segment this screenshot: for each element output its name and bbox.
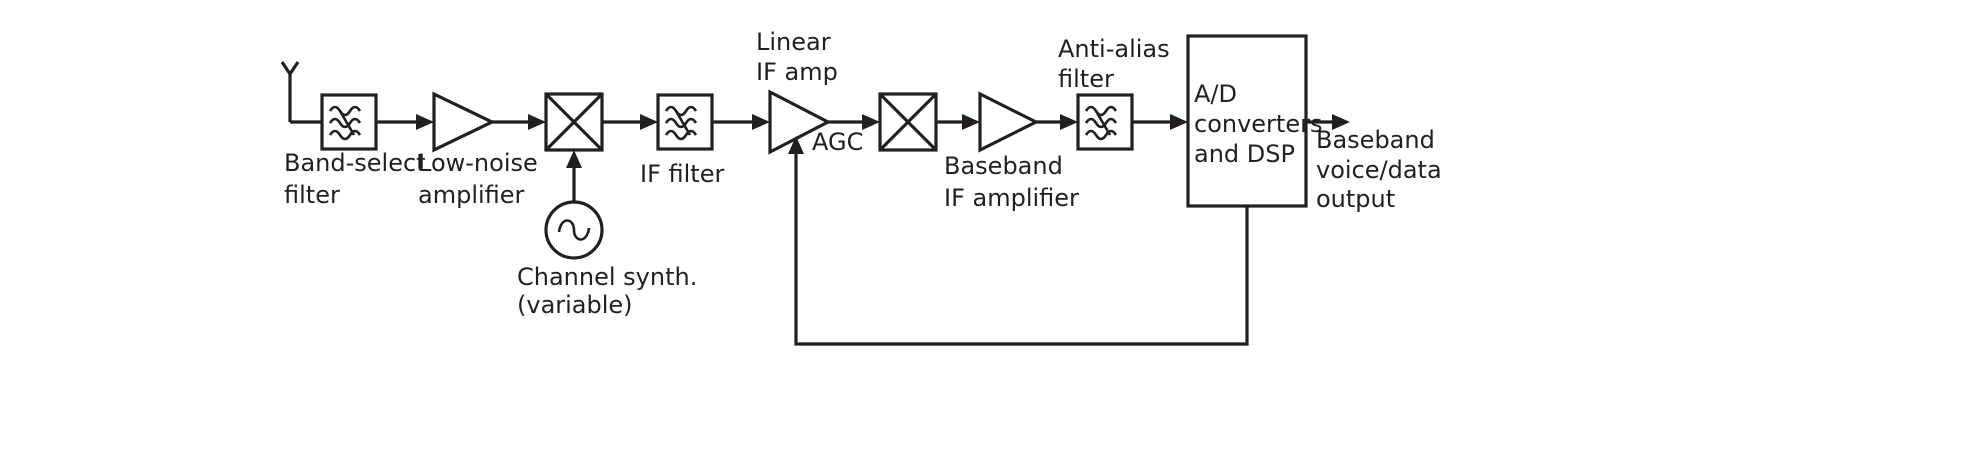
adc-label: A/D [1194,80,1237,108]
rf-mixer [544,92,604,152]
channel-synth-label: Channel synth. [517,263,697,291]
amplifier-triangle-icon [978,91,1040,153]
agc-label: AGC [812,128,863,156]
antenna-icon [280,61,300,122]
channel-synth-label-line2: (variable) [517,291,633,319]
low-noise-amplifier [432,91,496,153]
low-noise-amplifier-label-line2: amplifier [418,181,525,209]
linear-if-amp [768,89,832,155]
agc-feedback-loop [788,136,1249,346]
anti-alias-label: Anti-alias [1058,35,1170,63]
baseband-if-amplifier [978,91,1040,153]
output-label-line2: voice/data [1316,156,1442,184]
baseband-mixer [878,92,938,152]
baseband-amp-label: Baseband [944,152,1063,180]
adc-label-line2: converters [1194,110,1322,138]
baseband-amp-label-line2: IF amplifier [944,184,1079,212]
if-filter [656,93,714,151]
output-label-line3: output [1316,185,1395,213]
amplifier-triangle-icon [432,91,496,153]
anti-alias-filter [1076,93,1134,151]
band-select-label: Band-select [284,149,426,177]
signal-wires [290,114,1350,130]
anti-alias-label-line2: filter [1058,65,1114,93]
linear-if-amp-label-line2: IF amp [756,58,838,86]
if-filter-label: IF filter [640,160,724,188]
linear-if-amp-label: Linear [756,28,831,56]
band-select-filter [320,93,378,151]
adc-label-line3: and DSP [1194,140,1295,168]
channel-synthesizer [544,150,604,260]
low-noise-amplifier-label: Low-noise [418,149,538,177]
band-select-label-line2: filter [284,181,340,209]
output-label: Baseband [1316,126,1435,154]
adc-dsp-block [1186,34,1308,208]
amplifier-triangle-icon [768,89,832,155]
